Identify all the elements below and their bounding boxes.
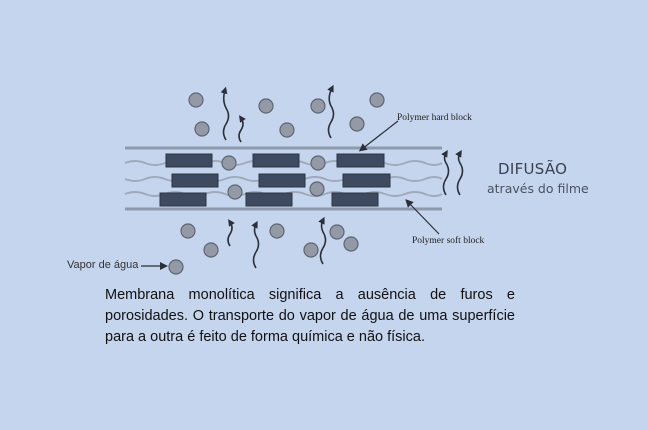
water-particle bbox=[269, 223, 285, 239]
water-particle bbox=[221, 155, 237, 171]
hard-block bbox=[165, 153, 213, 168]
hard-block bbox=[252, 153, 300, 168]
water-particle bbox=[168, 259, 184, 275]
water-particle bbox=[309, 181, 325, 197]
water-particle bbox=[188, 92, 204, 108]
hard-block bbox=[245, 192, 293, 207]
water-particle bbox=[343, 236, 359, 252]
water-particle bbox=[310, 98, 326, 114]
hard-block-label: Polymer hard block bbox=[397, 113, 472, 123]
hard-block bbox=[159, 192, 207, 207]
soft-block-pointer bbox=[405, 199, 440, 235]
diffusion-arrow bbox=[251, 220, 260, 269]
diffusion-arrow bbox=[227, 219, 235, 247]
diffusion-arrow bbox=[455, 149, 464, 196]
diagram-subtitle: através do filme bbox=[487, 181, 589, 196]
water-particle bbox=[310, 155, 326, 171]
diffusion-arrow bbox=[238, 115, 246, 143]
water-particle bbox=[349, 116, 365, 132]
water-particle bbox=[203, 242, 219, 258]
water-particle bbox=[227, 184, 243, 200]
water-particle bbox=[180, 223, 196, 239]
soft-block-label: Polymer soft block bbox=[412, 236, 485, 246]
hard-block-pointer bbox=[358, 120, 399, 152]
diffusion-arrow bbox=[318, 216, 327, 265]
hard-block bbox=[171, 173, 219, 188]
hard-block bbox=[331, 192, 379, 207]
hard-block bbox=[342, 173, 391, 188]
water-particle bbox=[258, 98, 274, 114]
vapor-label: Vapor de água bbox=[67, 259, 139, 271]
diffusion-arrow bbox=[327, 84, 335, 139]
caption-text: Membrana monolítica significa a ausência… bbox=[105, 287, 515, 345]
water-particle bbox=[369, 92, 385, 108]
diagram-title: DIFUSÃO bbox=[498, 160, 568, 178]
diffusion-arrow bbox=[220, 86, 230, 141]
hard-block bbox=[258, 173, 306, 188]
hard-block bbox=[336, 153, 385, 168]
water-particle bbox=[303, 242, 319, 258]
water-particle bbox=[279, 122, 295, 138]
water-particle bbox=[194, 121, 210, 137]
diffusion-arrow bbox=[441, 149, 450, 196]
water-particle bbox=[329, 224, 345, 240]
